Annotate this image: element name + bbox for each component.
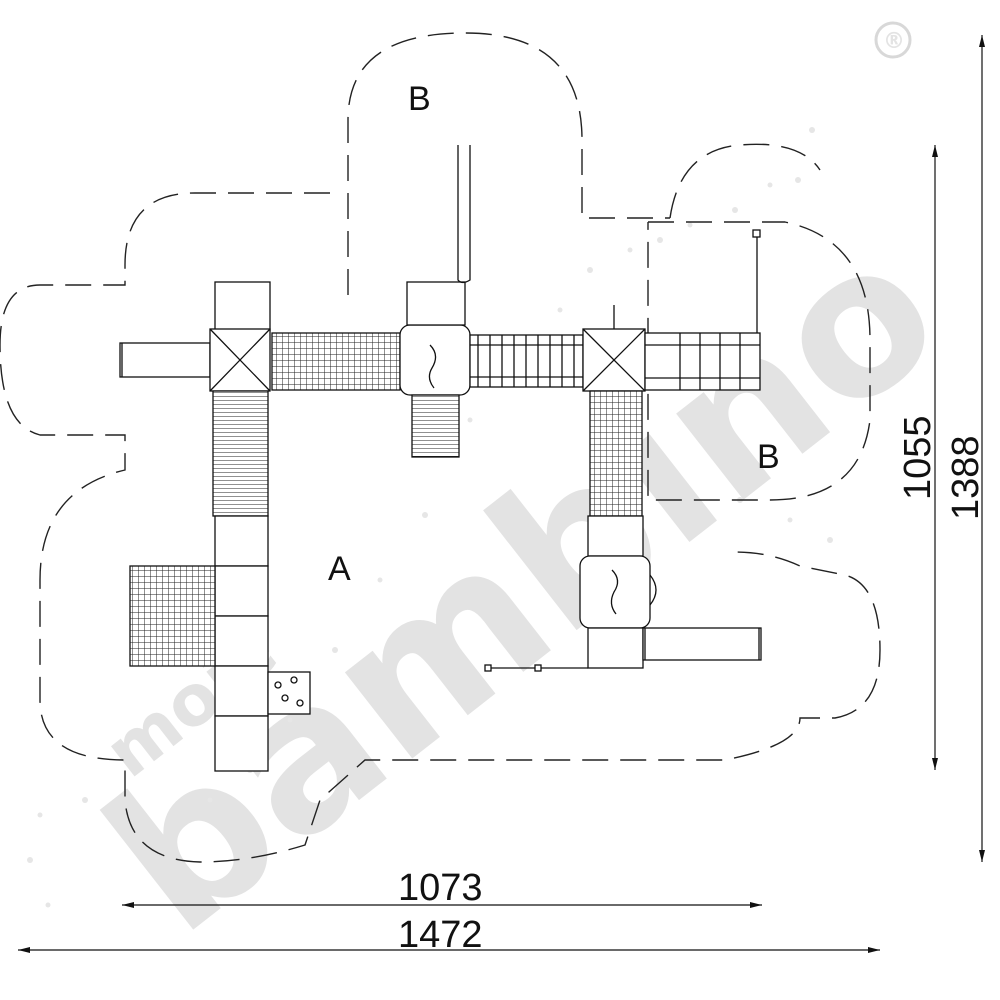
ladder-icon bbox=[470, 335, 583, 387]
dimension-height-outer: 1388 bbox=[945, 435, 987, 520]
roof-panel-icon bbox=[428, 344, 437, 389]
dimension-width-inner: 1073 bbox=[398, 867, 483, 909]
watermark: bambino moje ® bbox=[27, 21, 980, 978]
play-structure bbox=[119, 145, 762, 772]
safety-zone-a bbox=[0, 192, 881, 863]
slide-right bbox=[642, 627, 762, 661]
fireman-pole bbox=[457, 145, 471, 284]
platform-left-1 bbox=[214, 515, 269, 567]
dimension-width-outer: 1472 bbox=[398, 914, 483, 956]
zone-label-b-right: B bbox=[757, 438, 780, 476]
cross-brace-icon bbox=[209, 328, 271, 392]
climbing-frame-left bbox=[129, 565, 216, 667]
climbing-net-icon bbox=[589, 390, 643, 517]
dimension-height-inner: 1055 bbox=[897, 415, 939, 500]
climbing-wall-icon bbox=[267, 671, 311, 715]
platform-left-2 bbox=[214, 565, 269, 617]
stairs-left bbox=[212, 390, 269, 517]
platform-middle-top bbox=[406, 281, 466, 326]
zone-label-a: A bbox=[328, 550, 351, 588]
slide-left bbox=[119, 342, 213, 378]
platform-left-4 bbox=[214, 665, 269, 717]
bridge-left bbox=[271, 332, 401, 391]
platform-right-bottom bbox=[587, 627, 644, 669]
registered-mark-circle bbox=[874, 21, 912, 59]
safety-zone-outlines bbox=[0, 32, 881, 863]
horizontal-ladder-east bbox=[644, 332, 761, 391]
platform-left-5 bbox=[214, 715, 269, 772]
platform-left-3 bbox=[214, 615, 269, 667]
stairs-middle bbox=[411, 394, 460, 458]
roof-panel-right bbox=[579, 555, 651, 629]
platform-left-top bbox=[214, 281, 271, 331]
platform-right-mid bbox=[587, 515, 644, 557]
registered-mark: ® bbox=[883, 29, 905, 54]
dimension-lines bbox=[18, 35, 985, 953]
safety-zone-b-right-top bbox=[669, 143, 821, 219]
safety-zone-b-top bbox=[347, 32, 670, 295]
zone-label-b-top: B bbox=[408, 80, 431, 118]
